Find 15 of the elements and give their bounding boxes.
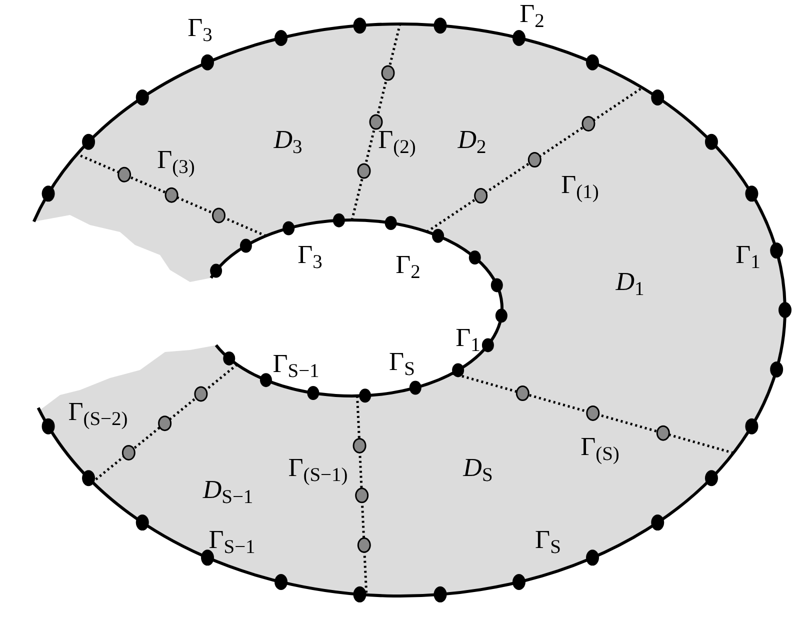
boundary-label: Γ$_{1}$ — [736, 242, 760, 268]
boundary-label: Γ$_{S−1}$ — [208, 527, 256, 553]
boundary-label: D$_{2}$ — [458, 127, 486, 153]
boundary-label: Γ$_{S}$ — [389, 349, 415, 375]
boundary-label: Γ$_{1}$ — [456, 325, 480, 351]
boundary-label: Γ$_{3}$ — [298, 242, 322, 268]
boundary-label: Γ$_{2}$ — [520, 1, 544, 27]
boundary-label: Γ$_{2}$ — [396, 252, 420, 278]
boundary-label: Γ$_{3}$ — [188, 15, 212, 41]
boundary-label: D$_{S−1}$ — [202, 477, 254, 503]
boundary-label: Γ$_{S−1}$ — [272, 351, 320, 377]
boundary-label: D$_{1}$ — [616, 269, 644, 295]
boundary-label: Γ$_{S}$ — [535, 527, 561, 553]
boundary-label: D$_{S}$ — [463, 455, 493, 481]
boundary-label: D$_{3}$ — [274, 127, 302, 153]
